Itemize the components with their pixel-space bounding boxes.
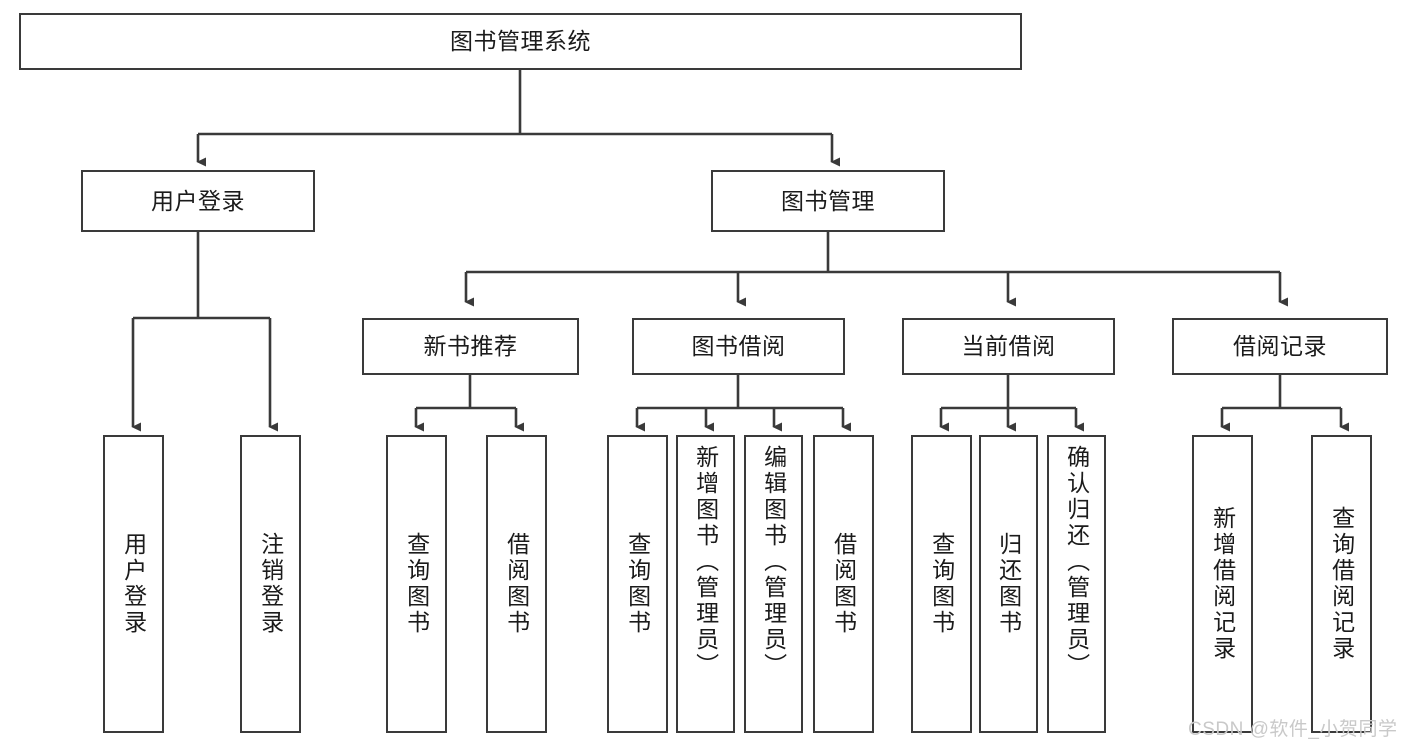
node-label: 借阅图书 xyxy=(503,532,530,636)
node-label: 查询图书 xyxy=(624,532,651,636)
node-label: 当前借阅 xyxy=(961,333,1056,360)
node-root-book-management-system[interactable]: 图书管理系统 xyxy=(19,13,1022,70)
leaf-query-book-borrow[interactable]: 查询图书 xyxy=(607,435,668,733)
leaf-user-login[interactable]: 用户登录 xyxy=(103,435,164,733)
node-user-login[interactable]: 用户登录 xyxy=(81,170,315,232)
node-label: 编辑图书（管理员） xyxy=(760,445,787,679)
leaf-query-book-recommend[interactable]: 查询图书 xyxy=(386,435,447,733)
node-current-borrow[interactable]: 当前借阅 xyxy=(902,318,1115,375)
node-label: 新增借阅记录 xyxy=(1209,506,1236,662)
leaf-borrow-book-borrow[interactable]: 借阅图书 xyxy=(813,435,874,733)
node-label: 借阅记录 xyxy=(1233,333,1327,360)
node-label: 用户登录 xyxy=(120,532,147,636)
leaf-borrow-book-recommend[interactable]: 借阅图书 xyxy=(486,435,547,733)
leaf-add-borrow-record[interactable]: 新增借阅记录 xyxy=(1192,435,1253,733)
node-label: 借阅图书 xyxy=(830,532,857,636)
node-label: 图书管理系统 xyxy=(450,28,591,55)
node-label: 确认归还（管理员） xyxy=(1063,445,1090,679)
node-book-management[interactable]: 图书管理 xyxy=(711,170,945,232)
node-label: 注销登录 xyxy=(257,532,284,636)
leaf-query-book-current[interactable]: 查询图书 xyxy=(911,435,972,733)
leaf-confirm-return-admin[interactable]: 确认归还（管理员） xyxy=(1047,435,1106,733)
node-label: 图书借阅 xyxy=(691,333,786,360)
node-label: 新书推荐 xyxy=(423,333,518,360)
node-new-book-recommend[interactable]: 新书推荐 xyxy=(362,318,579,375)
leaf-add-book-admin[interactable]: 新增图书（管理员） xyxy=(676,435,735,733)
node-label: 归还图书 xyxy=(995,532,1022,636)
node-label: 新增图书（管理员） xyxy=(692,445,719,679)
leaf-edit-book-admin[interactable]: 编辑图书（管理员） xyxy=(744,435,803,733)
node-label: 查询图书 xyxy=(928,532,955,636)
csdn-watermark: CSDN @软件_小贺同学 xyxy=(1188,719,1398,740)
node-label: 查询图书 xyxy=(403,532,430,636)
node-label: 图书管理 xyxy=(781,187,875,214)
leaf-return-book[interactable]: 归还图书 xyxy=(979,435,1038,733)
leaf-query-borrow-record[interactable]: 查询借阅记录 xyxy=(1311,435,1372,733)
node-label: 用户登录 xyxy=(151,187,245,214)
node-label: 查询借阅记录 xyxy=(1328,506,1355,662)
node-book-borrow[interactable]: 图书借阅 xyxy=(632,318,845,375)
node-borrow-record[interactable]: 借阅记录 xyxy=(1172,318,1388,375)
leaf-logout-login[interactable]: 注销登录 xyxy=(240,435,301,733)
